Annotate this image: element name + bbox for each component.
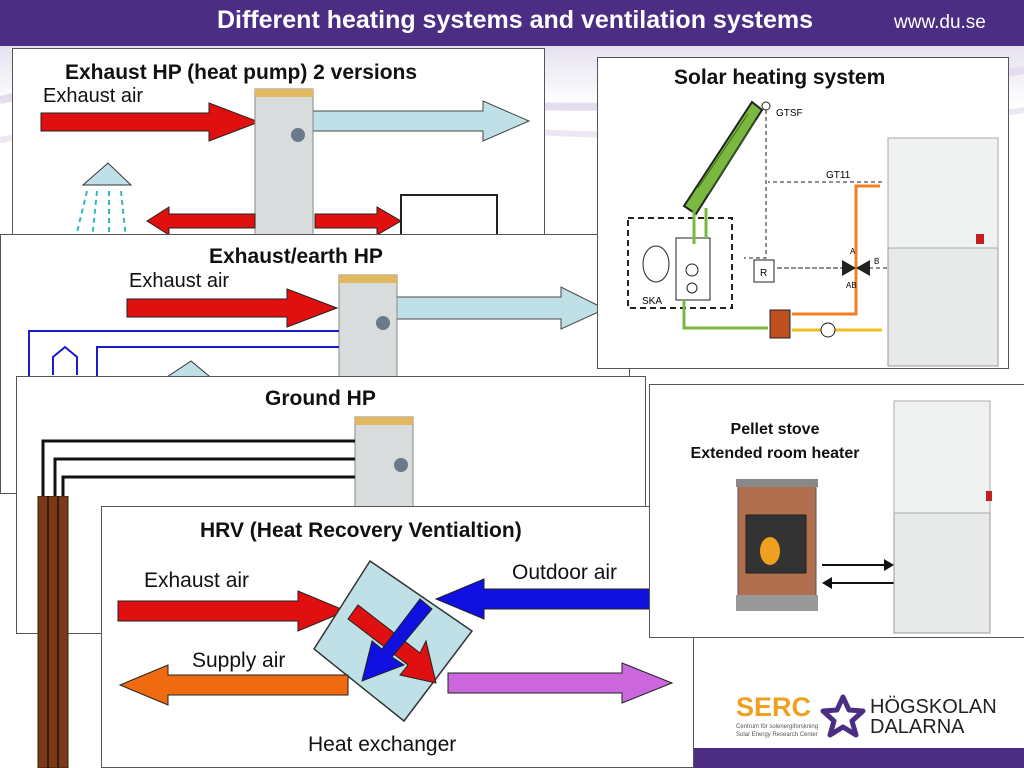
label-r: R <box>760 268 767 279</box>
supply-diffuser-icon <box>81 162 133 186</box>
panel-pellet: Pellet stove Extended room heater <box>649 384 1024 638</box>
title-bar <box>0 0 1024 46</box>
supply-air-label: Supply air <box>192 649 286 672</box>
panel-title: Solar heating system <box>674 66 886 89</box>
heat-exchanger-label: Heat exchanger <box>308 733 457 756</box>
label-b: B <box>874 257 879 266</box>
label-ab: AB <box>846 281 857 290</box>
serc-logo-sub2: Solar Energy Research Center <box>736 732 818 738</box>
exhaust-air-label: Exhaust air <box>129 270 230 292</box>
hogskolan-line1: HÖGSKOLAN <box>870 696 997 718</box>
serc-logo: SERC Centrum för solenergiforskning Sola… <box>732 692 818 742</box>
solar-collector <box>682 100 764 216</box>
house-icon <box>52 345 78 375</box>
three-way-valve <box>842 260 856 276</box>
panel-title: Exhaust HP (heat pump) 2 versions <box>65 61 418 84</box>
serc-logo-sub1: Centrum för solenergiforskning <box>736 724 819 730</box>
ska-unit-box <box>627 217 733 309</box>
exhaust-air-label: Exhaust air <box>43 85 144 107</box>
label-gt: GT11 <box>826 170 851 181</box>
supply-air-arrow <box>118 664 349 706</box>
hogskolan-logo-text: HÖGSKOLAN DALARNA <box>870 697 997 737</box>
out-air-arrow <box>396 286 607 330</box>
borehole-pipes <box>37 496 69 768</box>
panel-hrv: HRV (Heat Recovery Ventialtion) Exhaust … <box>101 506 694 768</box>
hot-pipe-orange <box>792 184 880 316</box>
heat-pump-unit <box>254 88 314 247</box>
exhaust-air-label: Exhaust air <box>144 569 250 592</box>
panel-exhaust-hp: Exhaust HP (heat pump) 2 versions Exhaus… <box>12 48 545 248</box>
heating-flow-arrow-left <box>146 206 256 236</box>
hogskolan-star-icon <box>820 694 866 738</box>
solar-pipe-green-bottom <box>682 300 768 330</box>
outdoor-through-arrow <box>361 598 433 682</box>
exhaust-air-arrow <box>40 102 261 142</box>
panel-title: Ground HP <box>265 387 376 410</box>
slide-title: Different heating systems and ventilatio… <box>216 6 813 34</box>
panel-title: Exhaust/earth HP <box>209 245 383 268</box>
outdoor-air-label: Outdoor air <box>512 561 618 584</box>
label-ska: SKA <box>642 296 662 307</box>
exhaust-hp-diagram <box>40 88 531 247</box>
out-air-arrow <box>312 100 531 142</box>
exhaust-air-arrow <box>117 590 348 632</box>
controller-r <box>753 259 775 283</box>
expansion-tank <box>642 245 670 283</box>
footer-bar <box>694 748 1024 768</box>
label-gtsf: GTSF <box>776 108 803 119</box>
radiator-outline <box>400 194 498 247</box>
serc-logo-name: SERC <box>736 692 812 722</box>
panel-solar: Solar heating system GTSF GT11 SKA R <box>597 57 1009 369</box>
solar-diagram: GTSF GT11 SKA R A B AB <box>627 100 999 367</box>
label-a: A <box>850 247 856 256</box>
extended-heater-label: Extended room heater <box>690 445 860 462</box>
hogskolan-line2: DALARNA <box>870 716 965 738</box>
heating-flow-arrow-right <box>314 206 402 236</box>
pellet-diagram <box>736 400 992 634</box>
site-url: www.du.se <box>894 12 986 33</box>
plate-heat-exchanger <box>769 309 791 339</box>
pellet-stove-label: Pellet stove <box>730 421 820 438</box>
exhaust-air-arrow <box>126 288 339 328</box>
hrv-diagram <box>117 559 693 723</box>
extract-air-arrow <box>447 662 674 704</box>
panel-title: HRV (Heat Recovery Ventialtion) <box>200 519 522 542</box>
